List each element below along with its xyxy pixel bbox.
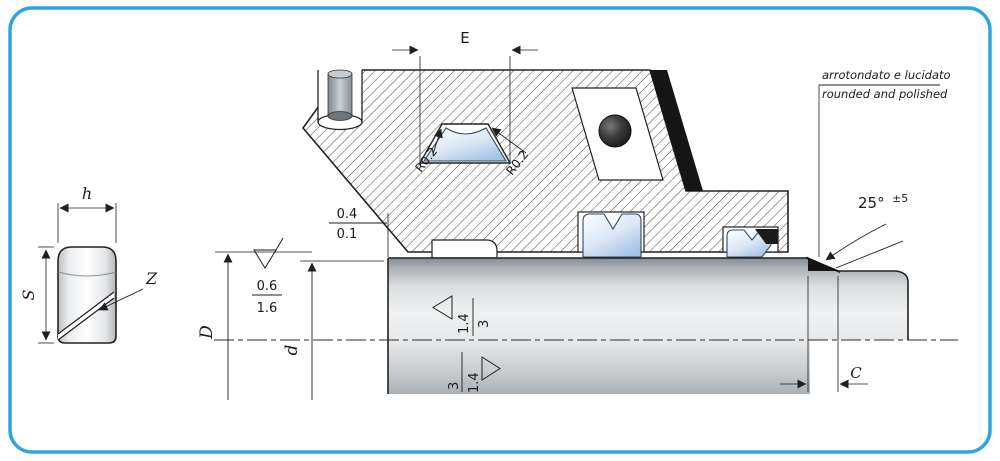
dim-s-label: S (19, 289, 38, 300)
rod-body (388, 258, 908, 394)
seal-body (57, 246, 117, 344)
radius-right-leader (491, 127, 527, 154)
seal-lip-edge-upper (57, 291, 115, 335)
finish-rod-lower-top: 3 (447, 382, 462, 390)
finish-groove-callout: 0.4 0.1 (329, 207, 389, 257)
roughness-symbol-icon (481, 356, 501, 381)
dim-c (780, 276, 868, 392)
lip-z-leader (98, 288, 144, 311)
radius-left-leader (432, 128, 443, 155)
dim-e (392, 45, 538, 163)
backup-wedge (650, 70, 703, 191)
pin-body (327, 73, 353, 117)
note-english: rounded and polished (822, 87, 948, 101)
finish-groove-bottom: 0.1 (337, 227, 358, 242)
finish-rod-upper-bottom: 3 (477, 320, 492, 328)
finish-rod-upper-top: 1.4 (457, 313, 472, 334)
finish-rod-lower-callout: 3 1.4 (447, 352, 501, 393)
secondary-seal (582, 213, 642, 258)
note-italian: arrotondato e lucidato (822, 68, 951, 82)
dim-d-bore (215, 251, 312, 400)
finish-rod-upper-callout: 1.4 3 (432, 295, 492, 336)
chamfer-length-label: C (850, 364, 862, 382)
finish-groove-top: 0.4 (337, 207, 358, 222)
oring (598, 114, 632, 148)
chamfer-angle-label: 25° (858, 194, 885, 212)
dim-e-label: E (460, 29, 469, 47)
groove-seal (424, 128, 506, 161)
roughness-symbol-icon (253, 249, 277, 269)
dim-h (57, 203, 117, 243)
pin-hole (317, 68, 363, 131)
chamfer-angle-dim: 25° ±5 (825, 192, 908, 269)
rod-end (838, 270, 909, 340)
roughness-symbol-icon (432, 295, 453, 320)
dim-h-label: h (82, 184, 92, 203)
lip-z-label: Z (145, 269, 158, 288)
page-border (8, 6, 992, 454)
finish-bore-top: 0.6 (257, 279, 278, 294)
dim-s (38, 246, 54, 344)
finish-rod-lower-bottom: 1.4 (467, 372, 482, 393)
finish-bore-callout: 0.6 1.6 (252, 237, 284, 316)
note-rounded-polished: arrotondato e lucidato rounded and polis… (818, 68, 951, 257)
rod-diameter-label: d (282, 344, 302, 355)
seal-cap-line (57, 271, 117, 277)
bore-diameter-label: D (197, 325, 217, 340)
dim-d-rod (300, 260, 384, 400)
chamfer-angle-tol-label: ±5 (892, 192, 908, 205)
finish-bore-bottom: 1.6 (257, 301, 278, 316)
seal-cross-section-view: h S Z (19, 184, 158, 344)
groove-seal-outline (422, 127, 507, 162)
housing-section (301, 69, 789, 253)
rod (387, 256, 909, 394)
retainer-clip (755, 229, 778, 244)
bore-seal-ring (431, 239, 498, 259)
